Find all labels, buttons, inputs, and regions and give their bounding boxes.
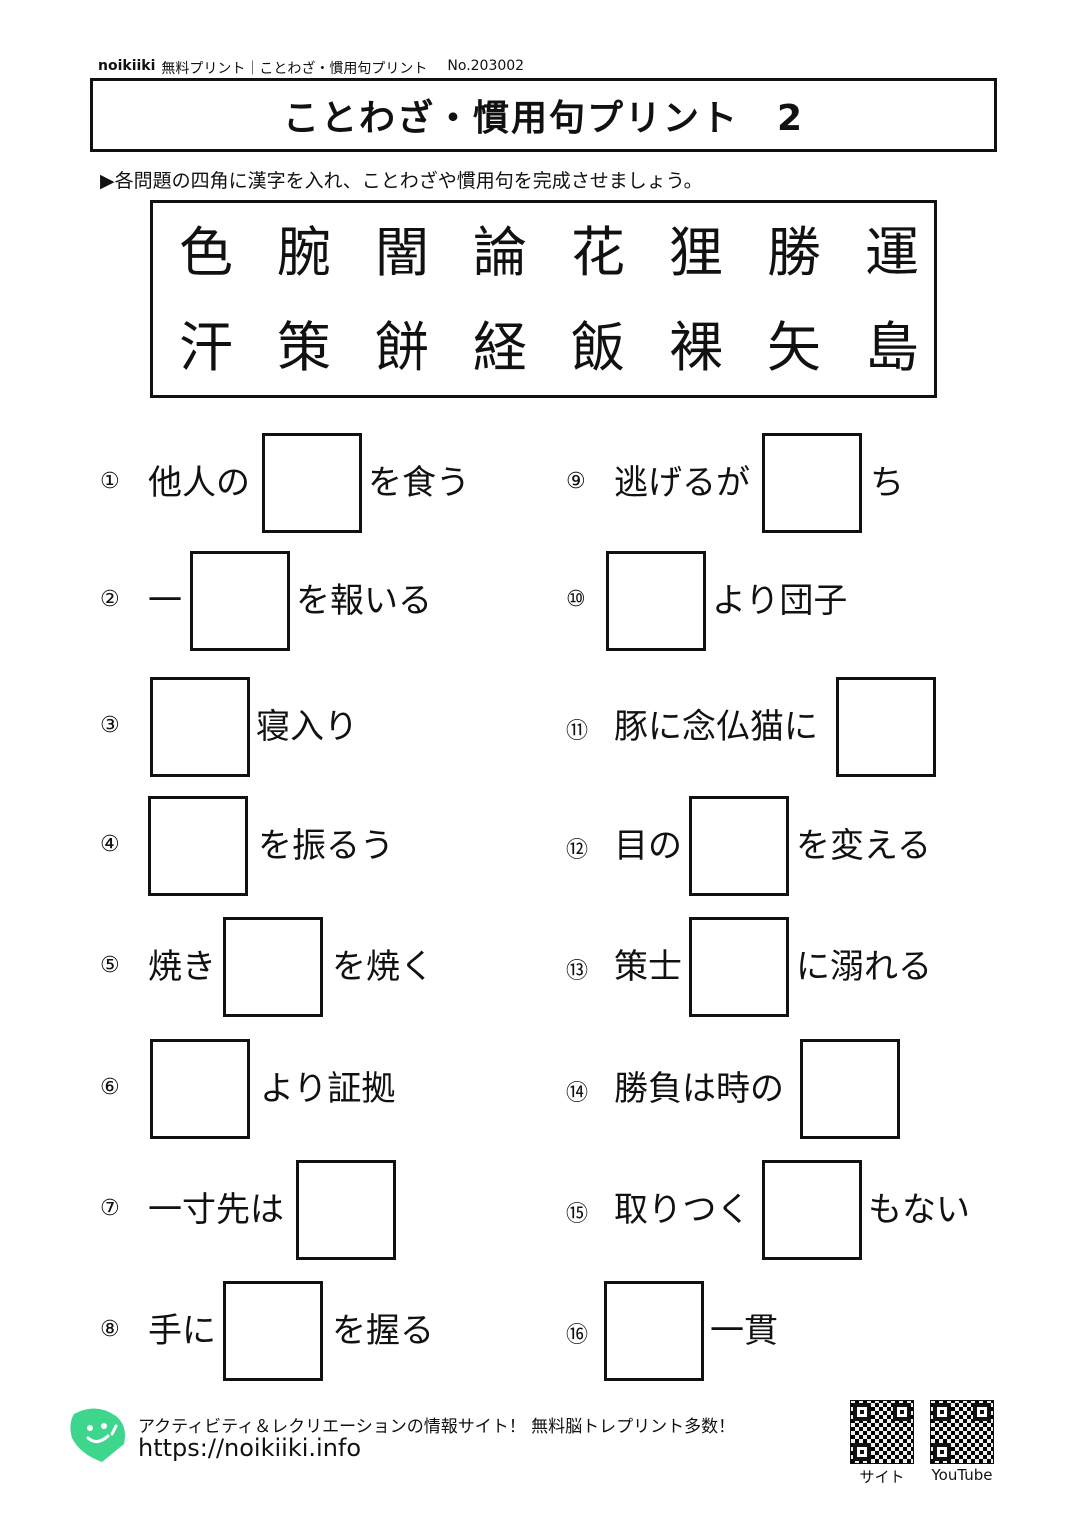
kanji-choice: 花 <box>571 221 625 284</box>
question-number: ① <box>100 469 120 494</box>
answer-box[interactable] <box>150 1039 250 1139</box>
question-number: ⑬ <box>566 959 589 984</box>
question-text-before: 他人の <box>148 463 250 503</box>
noikiiki-logo-icon <box>70 1408 125 1462</box>
question-number: ⑫ <box>566 838 589 863</box>
kanji-choice: 運 <box>865 221 919 284</box>
instruction-text: ▶各問題の四角に漢字を入れ、ことわざや慣用句を完成させましょう。 <box>100 170 703 192</box>
question-text-before: 策士 <box>614 947 682 987</box>
header-category: 無料プリント｜ことわざ・慣用句プリント <box>161 61 428 77</box>
answer-box[interactable] <box>150 677 250 777</box>
kanji-choice: 色 <box>179 221 233 284</box>
question-text-before: 手に <box>148 1311 216 1351</box>
question-number: ⑮ <box>566 1202 589 1227</box>
answer-box[interactable] <box>762 433 862 533</box>
page-title: ことわざ・慣用句プリント 2 <box>282 98 805 139</box>
question-text-after: を報いる <box>296 581 432 621</box>
question-text-after: ち <box>870 463 904 503</box>
question-text-before: 焼き <box>148 947 216 987</box>
qr-youtube-label: YouTube <box>931 1466 993 1484</box>
question-number: ⑤ <box>100 953 120 978</box>
question-number: ⑭ <box>566 1081 589 1106</box>
question-text-before: 目の <box>614 826 682 866</box>
question-text-after: を握る <box>332 1311 434 1351</box>
qr-site-label: サイト <box>859 1468 905 1486</box>
kanji-choice: 裸 <box>669 316 723 379</box>
answer-box[interactable] <box>689 917 789 1017</box>
answer-box[interactable] <box>223 1281 323 1381</box>
kanji-choice: 闇 <box>375 221 429 284</box>
answer-box[interactable] <box>262 433 362 533</box>
question-number: ⑦ <box>100 1196 120 1221</box>
kanji-choice: 論 <box>473 221 527 284</box>
qr-code-site-icon[interactable] <box>850 1400 914 1464</box>
brand-name: noikiiki <box>98 58 156 74</box>
question-text-before: 一寸先は <box>148 1190 284 1230</box>
answer-box[interactable] <box>190 551 290 651</box>
document-number: No.203002 <box>447 58 525 74</box>
page-header: noikiiki 無料プリント｜ことわざ・慣用句プリント No.203002 <box>98 58 524 78</box>
kanji-row-1: 色 腕 闇 論 花 狸 勝 運 <box>179 221 963 285</box>
question-text-after: を振るう <box>258 826 394 866</box>
answer-box[interactable] <box>148 796 248 896</box>
question-text-after: を変える <box>796 826 931 866</box>
question-text-after: に溺れる <box>796 947 932 987</box>
kanji-choice: 狸 <box>669 221 723 284</box>
title-box: ことわざ・慣用句プリント 2 <box>90 78 997 152</box>
kanji-choice: 矢 <box>767 316 821 379</box>
kanji-choice: 飯 <box>571 316 625 379</box>
question-number: ③ <box>100 713 120 738</box>
kanji-choices-box: 色 腕 闇 論 花 狸 勝 運 汗 策 餅 経 飯 裸 矢 島 <box>150 200 937 398</box>
question-text-after: より団子 <box>712 581 848 621</box>
question-text-after: を食う <box>368 463 470 503</box>
answer-box[interactable] <box>762 1160 862 1260</box>
footer-tagline: アクティビティ＆レクリエーションの情報サイト！ 無料脳トレプリント多数！ <box>138 1417 736 1437</box>
question-number: ⑪ <box>566 719 589 744</box>
answer-box[interactable] <box>689 796 789 896</box>
question-number: ④ <box>100 832 120 857</box>
question-number: ② <box>100 587 120 612</box>
question-text-before: 逃げるが <box>614 463 750 503</box>
kanji-choice: 島 <box>865 316 919 379</box>
answer-box[interactable] <box>836 677 936 777</box>
kanji-row-2: 汗 策 餅 経 飯 裸 矢 島 <box>179 316 963 380</box>
question-number: ⑨ <box>566 469 586 494</box>
question-text-before: 取りつく <box>614 1190 751 1230</box>
kanji-choice: 汗 <box>179 316 233 379</box>
question-text-before: 豚に念仏猫に <box>614 707 818 747</box>
footer-url-link[interactable]: https://noikiiki.info <box>138 1434 362 1462</box>
answer-box[interactable] <box>223 917 323 1017</box>
question-number: ⑧ <box>100 1317 120 1342</box>
question-text-after: を焼く <box>332 947 434 987</box>
kanji-choice: 勝 <box>767 221 821 284</box>
kanji-choice: 腕 <box>277 221 331 284</box>
qr-code-youtube-icon[interactable] <box>930 1400 994 1464</box>
kanji-choice: 餅 <box>375 316 429 379</box>
question-number: ⑯ <box>566 1323 589 1348</box>
question-text-before: 一 <box>148 581 182 621</box>
question-text-before: 勝負は時の <box>614 1069 784 1109</box>
question-text-after: 寝入り <box>256 707 358 747</box>
answer-box[interactable] <box>800 1039 900 1139</box>
question-text-after: もない <box>868 1190 970 1230</box>
question-text-after: より証拠 <box>260 1069 396 1109</box>
answer-box[interactable] <box>296 1160 396 1260</box>
kanji-choice: 策 <box>277 316 331 379</box>
question-text-after: 一貫 <box>710 1311 778 1351</box>
answer-box[interactable] <box>604 1281 704 1381</box>
kanji-choice: 経 <box>473 316 527 379</box>
question-number: ⑩ <box>566 587 586 612</box>
question-number: ⑥ <box>100 1075 120 1100</box>
answer-box[interactable] <box>606 551 706 651</box>
